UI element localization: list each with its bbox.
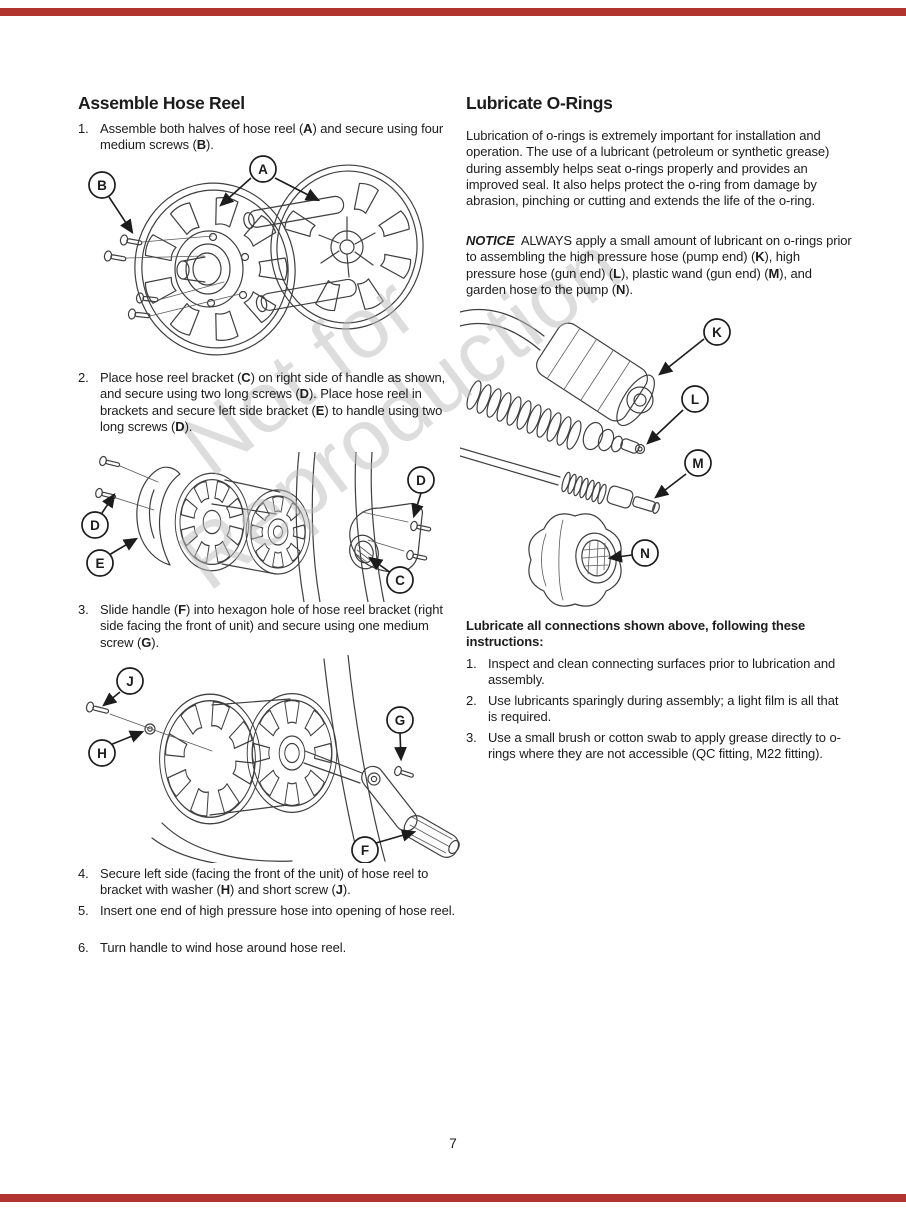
svg-text:E: E [95,556,104,571]
figure-oring-connections: K L M N [460,298,855,613]
svg-text:H: H [97,746,107,761]
svg-text:N: N [640,546,650,561]
svg-text:L: L [691,392,699,407]
svg-text:F: F [361,843,369,858]
figure-hose-reel-halves: A B [62,152,462,364]
step-text: Place hose reel bracket (C) on right sid… [100,370,446,434]
svg-text:B: B [97,178,107,193]
lubricate-step-1: 1. Inspect and clean connecting surfaces… [466,656,852,689]
step-number: 5. [78,903,89,918]
callout-a: A [249,155,277,183]
svg-text:D: D [90,518,100,533]
step-number: 4. [78,866,89,881]
callout-d-right: D [407,466,435,494]
lubricate-step-2: 2. Use lubricants sparingly during assem… [466,693,852,726]
reel-halves-line-art [103,164,424,356]
step-number: 2. [78,370,89,385]
callout-b: B [88,171,116,199]
lubricate-step-3: 3. Use a small brush or cotton swab to a… [466,730,852,763]
callout-d-left: D [81,511,109,539]
callout-h: H [88,739,116,767]
screws-b [103,234,241,320]
notice-paragraph: NOTICE ALWAYS apply a small amount of lu… [466,233,852,297]
bracket-line-art [95,452,432,602]
step-text: Use a small brush or cotton swab to appl… [488,730,841,762]
page-number: 7 [449,1136,457,1151]
step-text: Assemble both halves of hose reel (A) an… [100,121,444,153]
svg-text:J: J [126,674,134,689]
svg-text:C: C [395,573,405,588]
callout-g: G [386,706,414,734]
step-number: 3. [78,602,89,617]
lubricate-instructions-subheading: Lubricate all connections shown above, f… [466,618,806,650]
top-red-rule [0,8,906,16]
step-number: 3. [466,730,477,745]
callout-f: F [351,836,379,863]
callout-n: N [631,539,659,567]
assemble-step-4: 4. Secure left side (facing the front of… [78,866,460,899]
figure-hose-reel-handle: J H G F [62,655,462,863]
assemble-step-3: 3. Slide handle (F) into hexagon hole of… [78,602,460,651]
step-number: 2. [466,693,477,708]
callout-l: L [681,385,709,413]
assemble-step-2: 2. Place hose reel bracket (C) on right … [78,370,460,435]
step-text: Use lubricants sparingly during assembly… [488,693,839,725]
figure-hose-reel-brackets: D E D C [62,452,462,602]
assemble-step-6: 6. Turn handle to wind hose around hose … [78,940,460,956]
section-heading-assemble-hose-reel: Assemble Hose Reel [78,93,245,113]
step-number: 6. [78,940,89,955]
callout-j: J [116,667,144,695]
step-text: Turn handle to wind hose around hose ree… [100,940,347,955]
svg-text:A: A [258,162,268,177]
fittings-line-art [460,308,660,607]
section-heading-lubricate-o-rings: Lubricate O-Rings [466,93,613,113]
step-number: 1. [466,656,477,671]
svg-text:M: M [692,456,703,471]
bottom-red-rule [0,1194,906,1202]
svg-text:G: G [395,713,406,728]
assemble-step-5: 5. Insert one end of high pressure hose … [78,903,460,919]
step-number: 1. [78,121,89,136]
callout-k: K [703,318,731,346]
callout-m: M [684,449,712,477]
svg-text:K: K [712,325,722,340]
crank-line-art [85,655,460,863]
callout-c: C [386,566,414,594]
step-text: Inspect and clean connecting surfaces pr… [488,656,836,688]
assemble-step-1: 1. Assemble both halves of hose reel (A)… [78,121,460,154]
callout-e: E [86,549,114,577]
step-text: Secure left side (facing the front of th… [100,866,429,898]
step-text: Insert one end of high pressure hose int… [100,903,456,918]
lubricate-intro-paragraph: Lubrication of o-rings is extremely impo… [466,128,830,209]
step-text: Slide handle (F) into hexagon hole of ho… [100,602,443,650]
svg-text:D: D [416,473,426,488]
